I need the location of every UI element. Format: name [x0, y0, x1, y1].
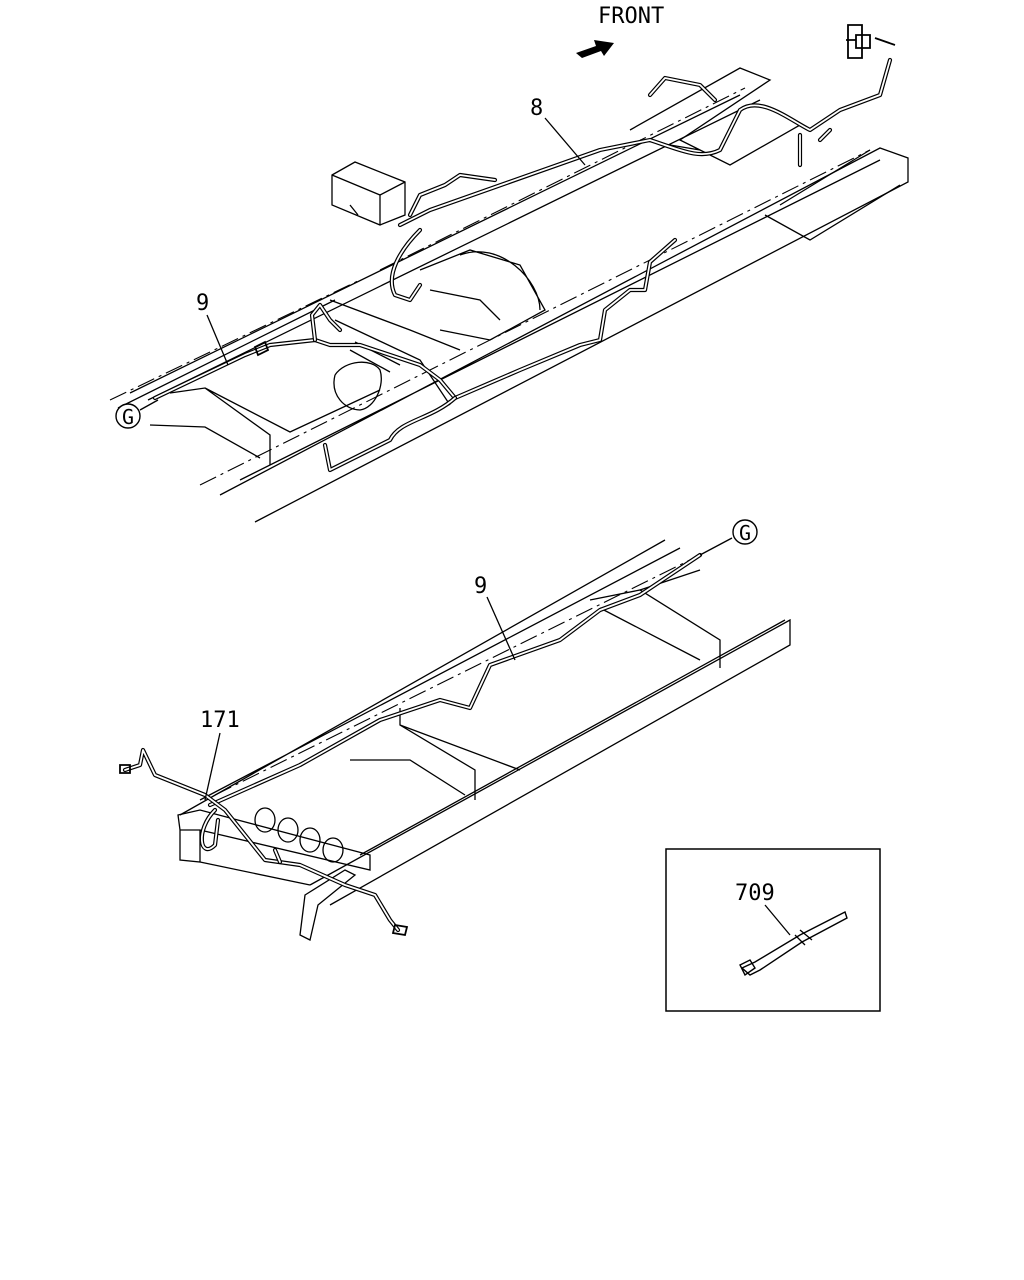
leader-9-top — [206, 314, 229, 366]
leader-9-bottom — [486, 596, 516, 661]
svg-text:G: G — [739, 521, 751, 545]
callout-709: 709 — [735, 881, 775, 906]
lower-left-rail — [179, 539, 681, 816]
inset-frame — [665, 848, 881, 1012]
callout-8: 8 — [530, 96, 543, 121]
leader-8 — [544, 117, 586, 166]
svg-text:G: G — [122, 405, 134, 429]
harness-8-main — [397, 57, 893, 228]
connector-g-top: G — [115, 399, 159, 429]
upper-right-rail-centerline — [199, 149, 871, 486]
lower-right-rail — [309, 618, 791, 906]
upper-left-rail — [117, 94, 761, 409]
leader-171 — [204, 732, 221, 801]
upper-right-rail — [219, 147, 909, 523]
battery-box — [331, 161, 406, 226]
relay-connector-cluster — [846, 24, 896, 59]
upper-left-rail-centerline — [109, 87, 746, 401]
lower-left-rail-centerline — [214, 554, 701, 796]
harness-9-branch-rail — [322, 395, 458, 473]
callout-9-bottom: 9 — [474, 574, 487, 599]
harness-171-end-connector — [119, 764, 409, 937]
lower-crossmember-mid — [350, 708, 521, 800]
fuel-tank — [419, 249, 546, 341]
leader-709 — [764, 904, 791, 936]
lower-chassis-view: 9 171 G — [119, 519, 791, 941]
lower-rear-crossmember-holes — [254, 807, 344, 863]
harness-9-main — [152, 237, 678, 401]
upper-mid-crossmember — [329, 299, 461, 406]
upper-front-crossmember — [629, 67, 901, 241]
upper-rear-crossmember — [149, 387, 381, 465]
upper-chassis-view: 8 9 G — [109, 24, 909, 523]
front-label: FRONT — [598, 4, 664, 29]
callout-9-top: 9 — [196, 291, 209, 316]
cable-tie-clip — [739, 911, 848, 977]
axle-housing — [333, 341, 401, 411]
front-direction-indicator: FRONT — [576, 4, 664, 58]
arrow-right-icon — [576, 40, 614, 58]
harness-9-connector — [253, 340, 270, 357]
connector-g-bottom: G — [699, 519, 758, 556]
lower-rear-bracket — [299, 869, 357, 941]
lower-rear-crossmember — [177, 809, 371, 886]
clip-inset: 709 — [665, 848, 881, 1012]
callout-171: 171 — [200, 708, 240, 733]
harness-171 — [122, 747, 401, 933]
